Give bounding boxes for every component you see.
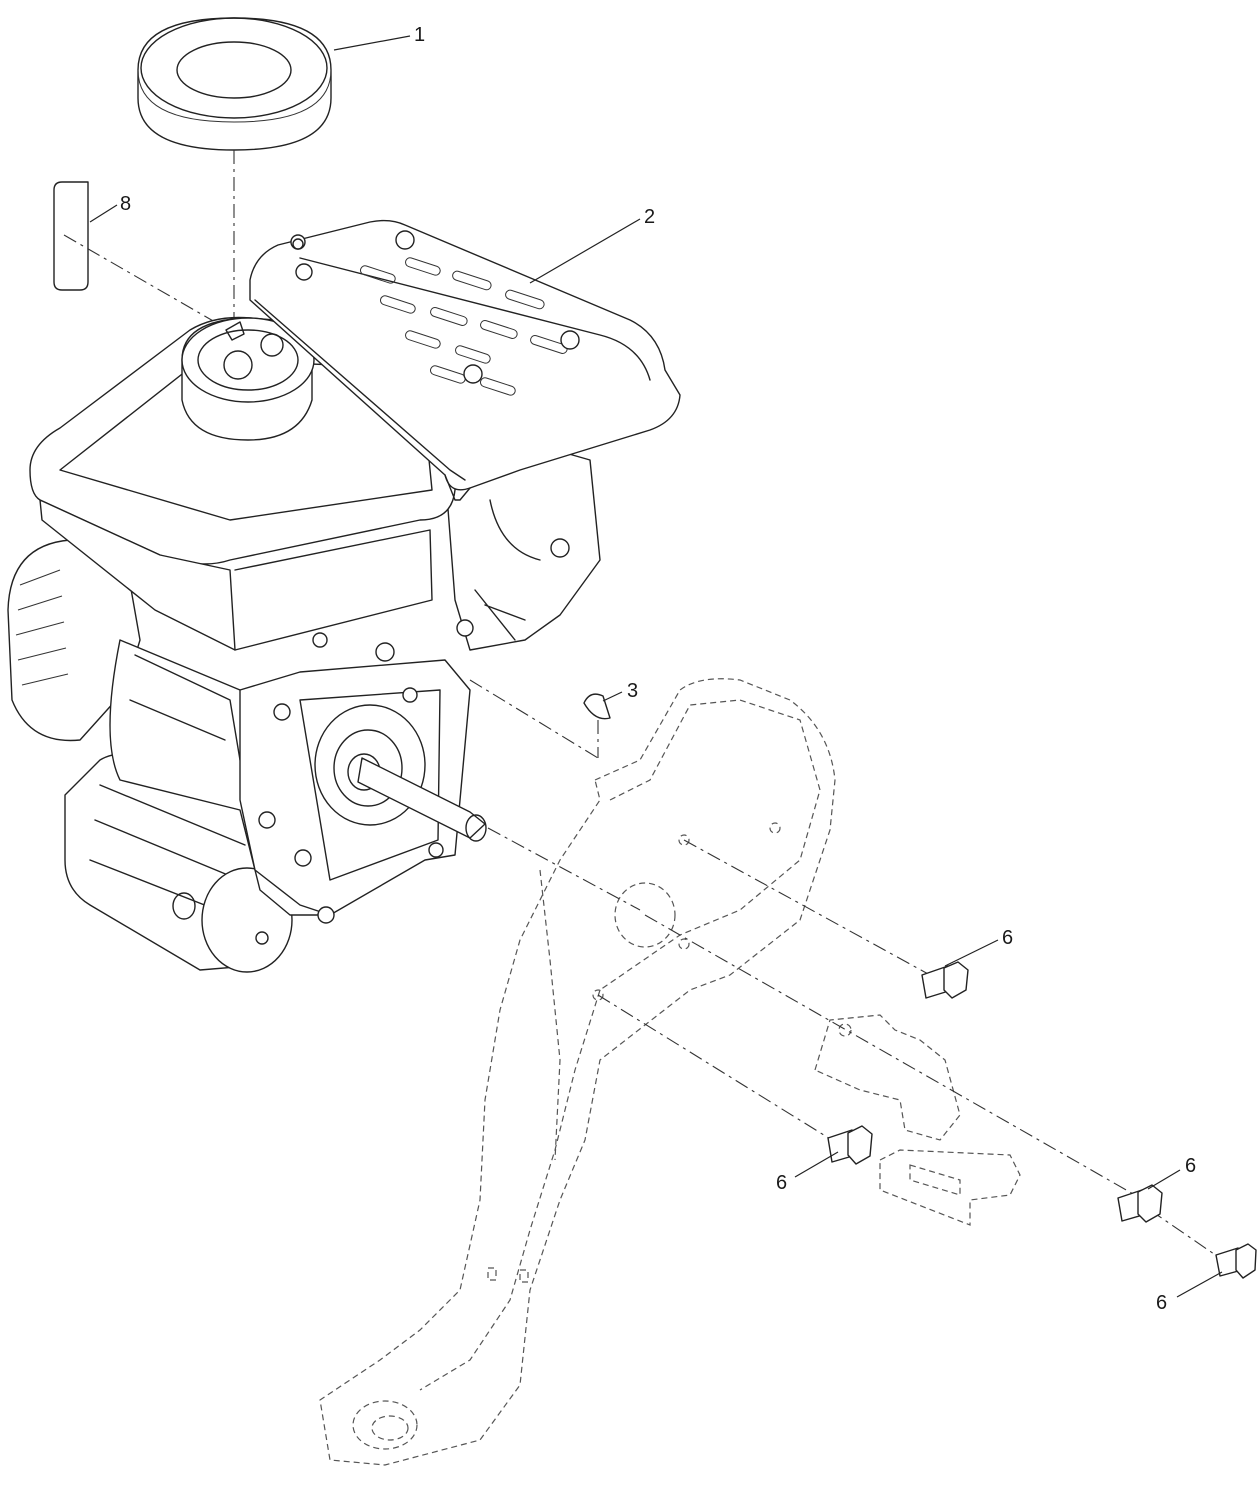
part-6-bolt-a	[921, 961, 969, 999]
leader-6a	[944, 939, 999, 967]
callout-8: 8	[120, 193, 131, 215]
callout-6c: 6	[1185, 1155, 1196, 1177]
bolt-axis-3	[597, 994, 841, 1146]
leader-6b	[794, 1151, 839, 1178]
leader-1	[333, 35, 411, 51]
callout-6b: 6	[776, 1172, 787, 1194]
leader-6c	[1147, 1169, 1181, 1190]
bracket-ghost	[814, 1014, 1021, 1226]
bolt-axis-4	[1149, 1209, 1231, 1266]
part-8-decal	[53, 181, 89, 291]
callout-1: 1	[414, 24, 425, 46]
shaft-axis	[487, 827, 641, 911]
part-2-engine	[7, 219, 681, 973]
callout-3: 3	[627, 680, 638, 702]
mounting-frame-ghost	[319, 678, 836, 1466]
callout-2: 2	[644, 206, 655, 228]
part-8-axis	[63, 234, 216, 323]
part-6-bolt-d	[1215, 1243, 1257, 1279]
leader-8	[89, 204, 118, 223]
part-6-bolt-c	[1117, 1184, 1163, 1223]
bolt-axis-1	[683, 839, 931, 976]
part-3-key	[583, 693, 611, 720]
part-6-bolt-b	[827, 1125, 873, 1165]
leader-3	[602, 691, 623, 702]
callout-6d: 6	[1156, 1292, 1167, 1314]
part-1-ring	[137, 17, 332, 151]
crank-axis	[469, 679, 599, 759]
leader-2	[529, 218, 641, 284]
bolt-axis-2	[644, 914, 1136, 1196]
callout-6a: 6	[1002, 927, 1013, 949]
leader-6d	[1176, 1271, 1223, 1298]
